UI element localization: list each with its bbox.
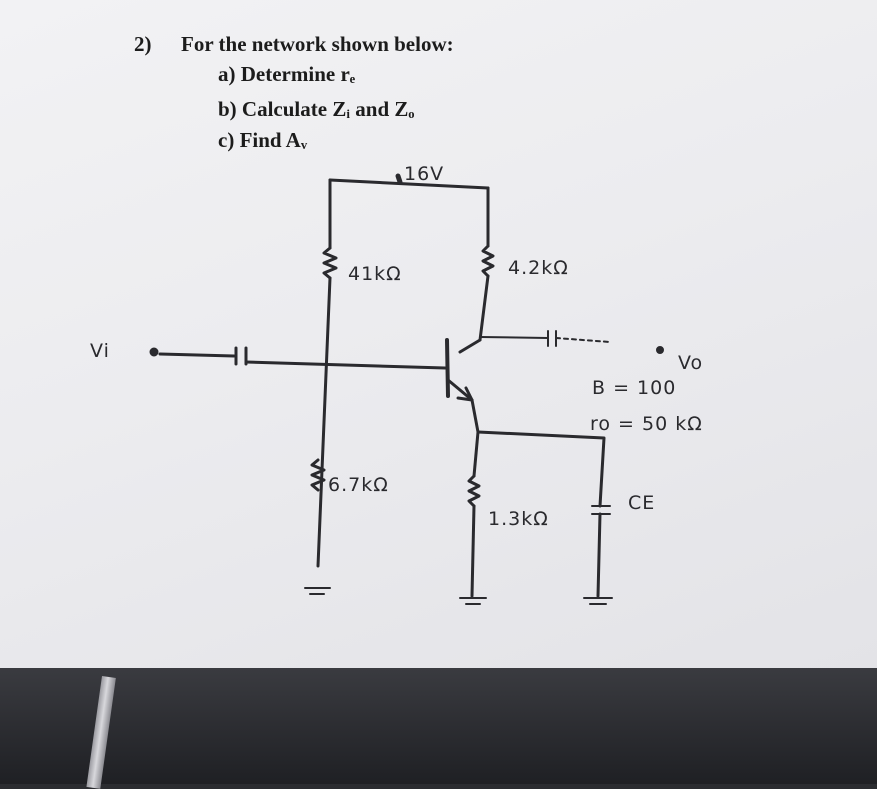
input-capacitor <box>234 346 248 366</box>
circuit-diagram <box>0 0 877 668</box>
re-wire-top <box>472 430 480 478</box>
question-prompt: For the network shown below: <box>181 32 454 56</box>
ce-capacitor <box>591 505 611 515</box>
question-part-a: a) Determine rₑ <box>218 62 356 86</box>
question-number: 2) <box>134 32 152 56</box>
desk-surface <box>0 668 877 784</box>
collector-wire <box>458 338 482 354</box>
re-wire-bottom <box>470 504 476 598</box>
ce-wire-bottom <box>596 512 602 598</box>
ground-symbol-r2 <box>304 587 331 595</box>
rc-resistor <box>481 244 495 278</box>
vi-label: Vi <box>90 340 110 362</box>
worksheet-paper <box>0 0 877 668</box>
ce-bypass-wire <box>476 430 606 508</box>
input-wire <box>158 352 236 358</box>
vo-label: Vo <box>678 352 704 374</box>
output-capacitor <box>547 330 557 347</box>
beta-label: B = 100 <box>592 377 677 399</box>
r2-resistor <box>310 458 326 492</box>
output-wire-2 <box>555 337 611 343</box>
vi-terminal-dot <box>149 347 159 357</box>
base-wire <box>244 360 447 370</box>
rc-label: 4.2kΩ <box>508 257 569 279</box>
ground-symbol-ce <box>583 597 613 605</box>
rc-wire-bottom <box>478 274 490 342</box>
vo-terminal-dot <box>656 346 664 354</box>
r1-label: 41kΩ <box>348 263 402 285</box>
transistor-base-bar <box>445 338 450 398</box>
r1-wire-bottom <box>316 276 332 568</box>
re-label: 1.3kΩ <box>488 508 549 530</box>
supply-marker <box>395 173 403 185</box>
top-rail-wire <box>328 178 490 190</box>
ce-label: CE <box>628 492 656 514</box>
output-wire <box>479 336 549 339</box>
emitter-wire <box>470 398 480 434</box>
r2-label: 6.7kΩ <box>328 474 389 496</box>
question-part-c: c) Find Aᵥ <box>218 128 308 152</box>
supply-voltage-label: 16V <box>404 163 445 185</box>
question-part-b: b) Calculate Zᵢ and Zₒ <box>218 97 415 121</box>
transistor-emitter <box>446 378 474 402</box>
ground-symbol-re <box>459 597 487 605</box>
re-resistor <box>467 474 481 508</box>
r1-resistor <box>322 246 338 280</box>
ro-label: ro = 50 kΩ <box>590 413 703 435</box>
